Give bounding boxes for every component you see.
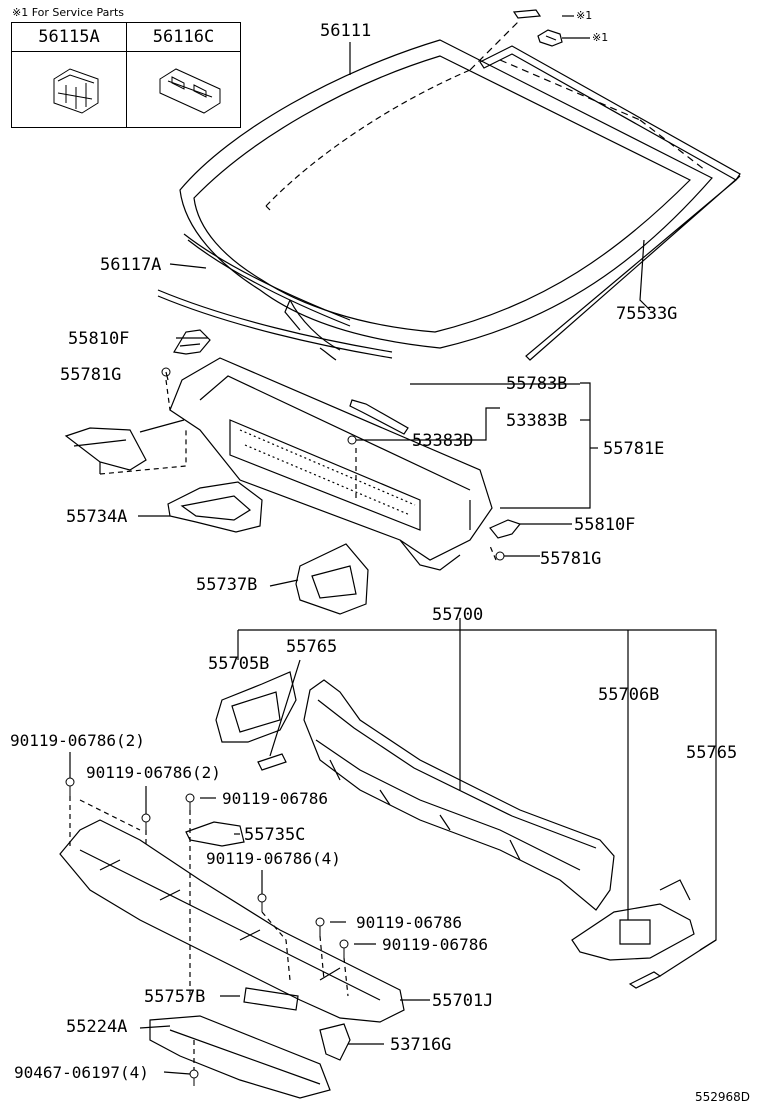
leader-53383D	[356, 407, 500, 441]
label-cowl-panel: 55700	[432, 605, 484, 625]
service-mark-2: ※1	[592, 31, 609, 44]
label-bracket-small: 53716G	[390, 1035, 452, 1055]
clip-drawing-56116C	[159, 68, 221, 114]
leader-75533G	[639, 239, 651, 311]
leader-55765-right	[659, 939, 717, 977]
bracket-small	[319, 1023, 351, 1061]
label-cowl-inner: 55701J	[432, 991, 494, 1011]
left-seal-part	[64, 427, 147, 471]
cowl-panel	[303, 679, 615, 911]
leader-56117A	[169, 263, 207, 269]
label-bolt-e: 90119-06786	[356, 913, 462, 932]
label-lower-molding: 56117A	[100, 255, 162, 275]
lower-dashed-leaders	[69, 796, 349, 1070]
leader-louver-side	[139, 419, 185, 433]
pad-right	[628, 971, 662, 989]
service-clip-top	[512, 9, 563, 47]
label-cowl-top-seal-left: 55810F	[68, 329, 130, 349]
leader-55765-left	[269, 659, 301, 757]
cover-lower	[149, 1015, 331, 1099]
diagram-id: 552968D	[694, 1090, 750, 1104]
label-bracket-left: 55705B	[208, 654, 270, 674]
pad-lower	[243, 987, 299, 1011]
label-clip-center: 53383D	[412, 431, 474, 451]
label-bolt-d: 90119-06786(4)	[206, 849, 341, 868]
label-bolt-f: 90119-06786	[382, 935, 488, 954]
service-mark-1: ※1	[576, 9, 593, 22]
label-bolt-b: 90119-06786(2)	[86, 763, 221, 782]
label-cowl-seal: 53383B	[506, 411, 568, 431]
leader-55737B	[269, 579, 299, 587]
label-clip-left: 55781G	[60, 365, 122, 385]
label-filter-cover: 55737B	[196, 575, 258, 595]
dashed-leaders-louver	[99, 379, 497, 561]
label-bolt-a: 90119-06786(2)	[10, 731, 145, 750]
service-parts-divider	[126, 23, 127, 127]
cowl-top-seal-left	[173, 329, 211, 355]
label-bracket-lower: 55735C	[244, 825, 306, 845]
service-part-number-1: 56115A	[12, 23, 126, 52]
label-cowl-cover: 55734A	[66, 507, 128, 527]
label-windshield: 56111	[320, 21, 372, 41]
cowl-louver	[169, 357, 493, 571]
top-seal-dashes	[469, 19, 706, 171]
clip-drawing-56115A	[53, 68, 99, 114]
label-upper-molding: 75533G	[616, 304, 678, 324]
label-cover-lower: 55224A	[66, 1017, 128, 1037]
label-pad-lower: 55757B	[144, 987, 206, 1007]
bracket-right	[571, 879, 695, 961]
filter-cover	[295, 543, 369, 615]
cowl-louver-seal	[349, 399, 409, 435]
service-parts-note: ※1 For Service Parts	[12, 6, 124, 19]
label-cowl-louver-seal: 55783B	[506, 374, 568, 394]
cowl-top-seal-right	[489, 519, 522, 539]
label-clip-right: 55781G	[540, 549, 602, 569]
pad-left	[257, 753, 287, 771]
label-bracket-right: 55706B	[598, 685, 660, 705]
label-cowl-top-seal-right: 55810F	[574, 515, 636, 535]
lower-leaders	[69, 752, 430, 1075]
service-parts-drawings	[53, 68, 221, 114]
service-part-number-2: 56116C	[127, 23, 240, 52]
label-screw: 90467-06197(4)	[14, 1063, 149, 1082]
lower-molding	[157, 233, 393, 361]
upper-molding	[479, 45, 741, 361]
label-pad-right: 55765	[686, 743, 738, 763]
label-bolt-c: 90119-06786	[222, 789, 328, 808]
cowl-cover	[167, 481, 263, 533]
bracket-left	[215, 671, 297, 743]
service-parts-box: 56115A 56116C	[11, 22, 241, 128]
leader-55781E-bracket	[500, 382, 591, 509]
label-cowl-louver: 55781E	[603, 439, 665, 459]
label-pad-left: 55765	[286, 637, 338, 657]
